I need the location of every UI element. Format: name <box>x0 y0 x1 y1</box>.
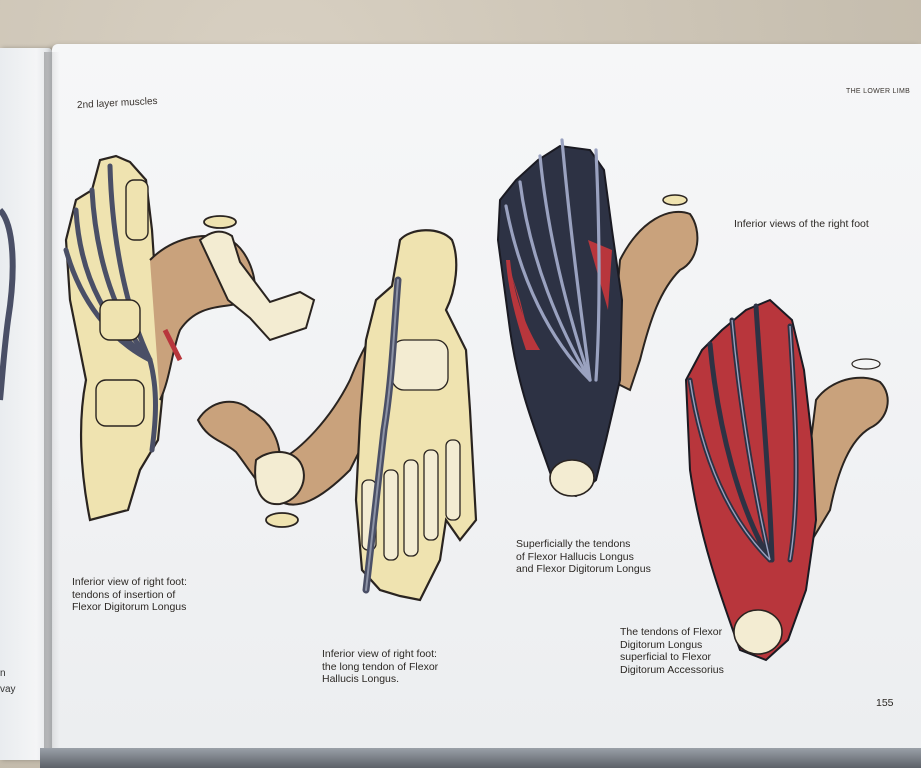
running-head: THE LOWER LIMB <box>846 88 911 95</box>
figure-foot-superficial-tendons <box>496 138 699 498</box>
left-page-illustration-fragment <box>0 207 16 401</box>
caption-fhl-long-tendon: Inferior view of right foot: the long te… <box>322 648 439 685</box>
caption-inferior-views-heading: Inferior views of the right foot <box>734 218 869 230</box>
left-page-fragment: n <box>0 668 6 679</box>
figure-foot-fdl-tendons <box>63 154 316 522</box>
book-edge <box>40 748 921 768</box>
book-gutter <box>44 52 60 760</box>
caption-fdl-insertion: Inferior view of right foot: tendons of … <box>72 576 187 613</box>
left-page-edge: n vay <box>0 48 52 760</box>
figure-foot-fdl-fda <box>684 298 889 662</box>
left-page-fragment: vay <box>0 684 16 695</box>
page-number: 155 <box>876 697 894 709</box>
caption-superficial-tendons: Superficially the tendons of Flexor Hall… <box>516 538 651 575</box>
caption-fdl-fda: The tendons of Flexor Digitorum Longus s… <box>620 626 724 676</box>
figure-foot-fhl-tendon <box>196 229 478 602</box>
